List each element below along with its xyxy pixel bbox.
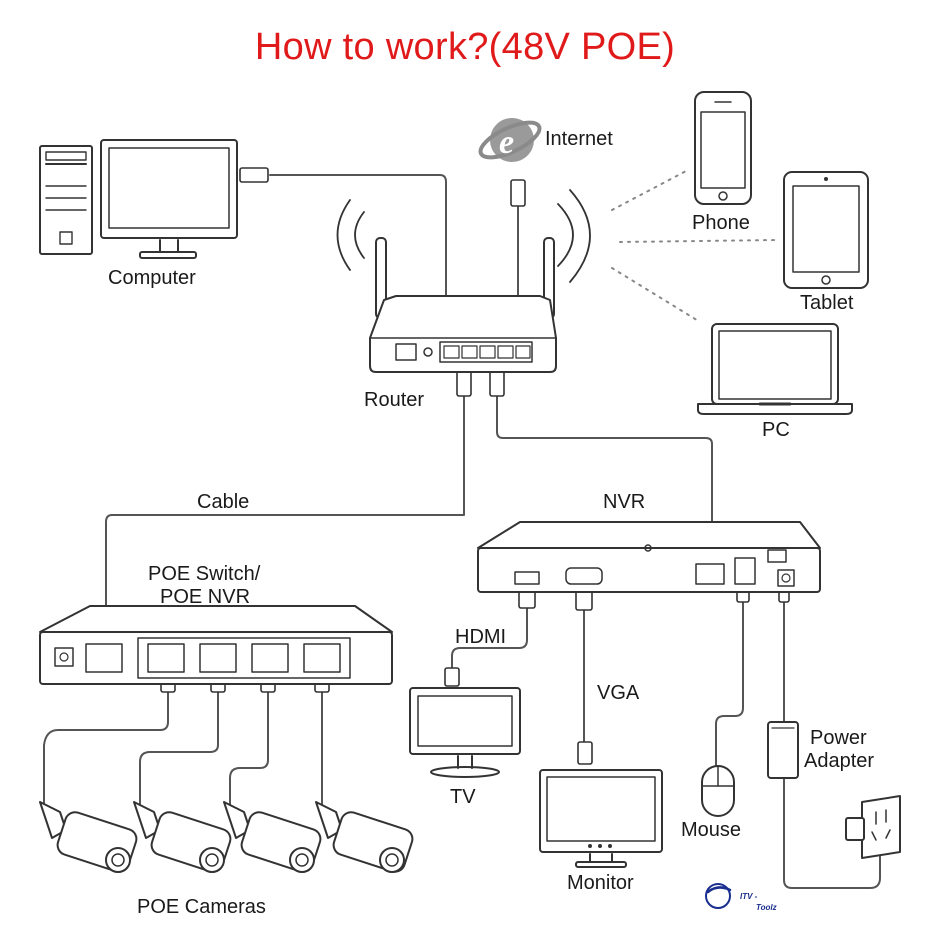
phone-label: Phone xyxy=(692,212,750,234)
watermark-line-2: Toolz xyxy=(756,903,777,912)
tablet-icon xyxy=(783,171,869,289)
mouse-icon xyxy=(701,765,735,817)
monitor-label: Monitor xyxy=(567,872,634,894)
cables xyxy=(43,174,881,889)
poe-switch-label-2: POE NVR xyxy=(160,586,251,608)
camera-icon xyxy=(133,801,232,873)
nvr-icon xyxy=(477,521,821,593)
power-adapter-label-2: Adapter xyxy=(804,750,875,772)
wall-socket-icon xyxy=(845,795,901,859)
vga-label: VGA xyxy=(597,682,640,704)
hdmi-label: HDMI xyxy=(455,626,507,648)
poe-switch-icon xyxy=(39,605,393,685)
wireless-links xyxy=(611,169,779,323)
power-adapter-label-1: Power xyxy=(810,727,867,749)
phone-icon xyxy=(694,91,752,205)
svg-text:e: e xyxy=(499,124,514,161)
tv-label: TV xyxy=(450,786,476,808)
monitor-icon xyxy=(539,769,663,868)
poe-cameras-label: POE Cameras xyxy=(137,896,266,918)
pc-label: PC xyxy=(762,419,790,441)
internet-explorer-icon: e xyxy=(478,118,542,162)
page-title: How to work?(48V POE) xyxy=(254,26,676,68)
mouse-label: Mouse xyxy=(681,819,742,841)
power-adapter-icon xyxy=(767,721,799,779)
computer-label: Computer xyxy=(108,267,196,289)
tablet-label: Tablet xyxy=(800,292,854,314)
router-icon xyxy=(336,189,591,373)
internet-label: Internet xyxy=(545,128,613,150)
watermark-logo xyxy=(705,883,732,909)
watermark-line-1: ITV - xyxy=(740,892,758,901)
camera-icon xyxy=(39,801,138,873)
laptop-icon xyxy=(697,323,853,415)
router-label: Router xyxy=(364,389,425,411)
camera-icon xyxy=(223,801,322,873)
nvr-label: NVR xyxy=(603,491,646,513)
cable-label: Cable xyxy=(197,491,250,513)
computer-icon xyxy=(39,139,238,259)
tv-icon xyxy=(409,687,521,778)
camera-icon xyxy=(315,801,414,873)
poe-switch-label-1: POE Switch/ xyxy=(148,563,261,585)
